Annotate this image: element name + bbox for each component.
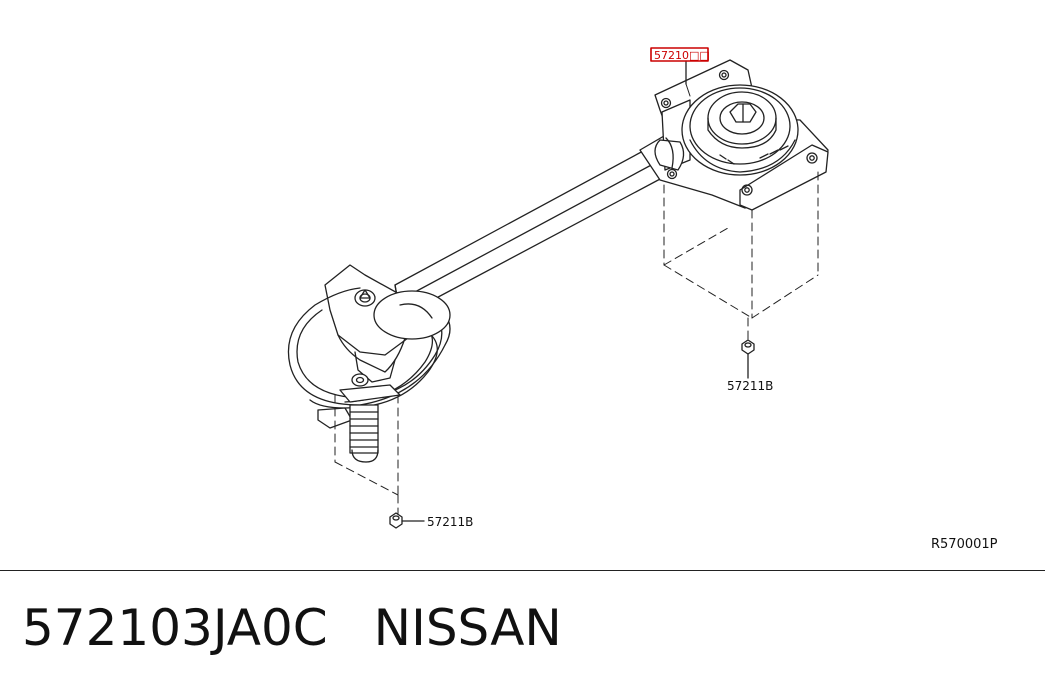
highlighted-part-label: 57210□□ bbox=[654, 49, 710, 62]
nut-right-label: 57211B bbox=[727, 379, 773, 393]
footer-title: 572103JA0C NISSAN bbox=[22, 596, 562, 660]
carrier-hanger-assembly bbox=[287, 264, 451, 463]
crossbar-beam bbox=[394, 149, 663, 313]
nut-left-label: 57211B bbox=[427, 515, 473, 529]
dashed-tire-outline bbox=[334, 171, 819, 515]
part-highlight-box bbox=[650, 47, 709, 62]
footer-brand: NISSAN bbox=[373, 599, 562, 657]
divider-line bbox=[0, 570, 1045, 571]
diagram-reference-code: R570001P bbox=[931, 537, 998, 552]
nut-right-icon bbox=[741, 339, 755, 379]
winch-bracket-assembly bbox=[639, 59, 829, 211]
parts-diagram: 57210□□ 57211B 57211B R570001P bbox=[287, 47, 998, 552]
footer-part-number: 572103JA0C bbox=[22, 599, 328, 657]
nut-left-icon bbox=[389, 512, 425, 529]
